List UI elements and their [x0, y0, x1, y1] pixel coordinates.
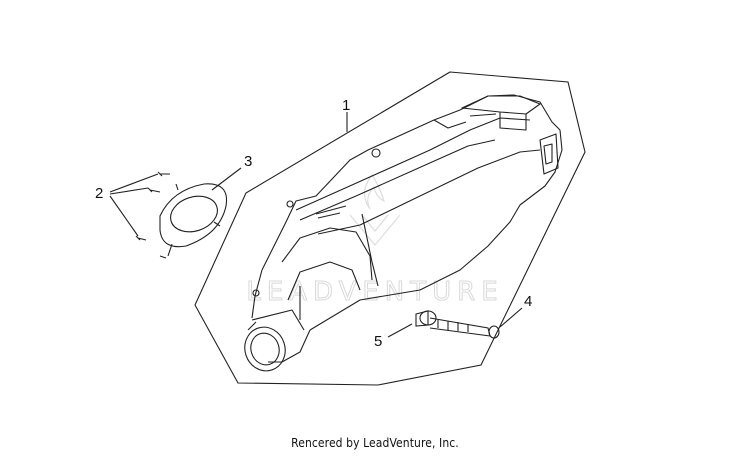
watermark: LEADVENTURE — [246, 173, 503, 308]
screws-part-2 — [109, 171, 170, 259]
housing-part-1 — [244, 94, 563, 372]
callout-leader-3 — [211, 167, 242, 191]
bushing-part-5 — [387, 310, 437, 338]
callout-5: 5 — [374, 333, 382, 350]
callout-leader-4 — [499, 307, 523, 328]
callout-4: 4 — [524, 293, 532, 310]
callout-leader-2b — [109, 187, 149, 195]
watermark-text: LEADVENTURE — [246, 277, 503, 307]
callout-2: 2 — [95, 185, 103, 202]
assembly-boundary — [194, 71, 586, 386]
callout-1: 1 — [342, 97, 350, 114]
callout-3: 3 — [244, 153, 252, 170]
callout-leader-2c — [109, 195, 139, 237]
callout-leader-2a — [109, 173, 159, 193]
cover-plate-part-3 — [159, 167, 242, 257]
callout-leader-5 — [387, 323, 413, 338]
render-credit: Rencered by LeadVenture, Inc. — [291, 436, 459, 450]
bolt-part-4 — [429, 307, 523, 339]
